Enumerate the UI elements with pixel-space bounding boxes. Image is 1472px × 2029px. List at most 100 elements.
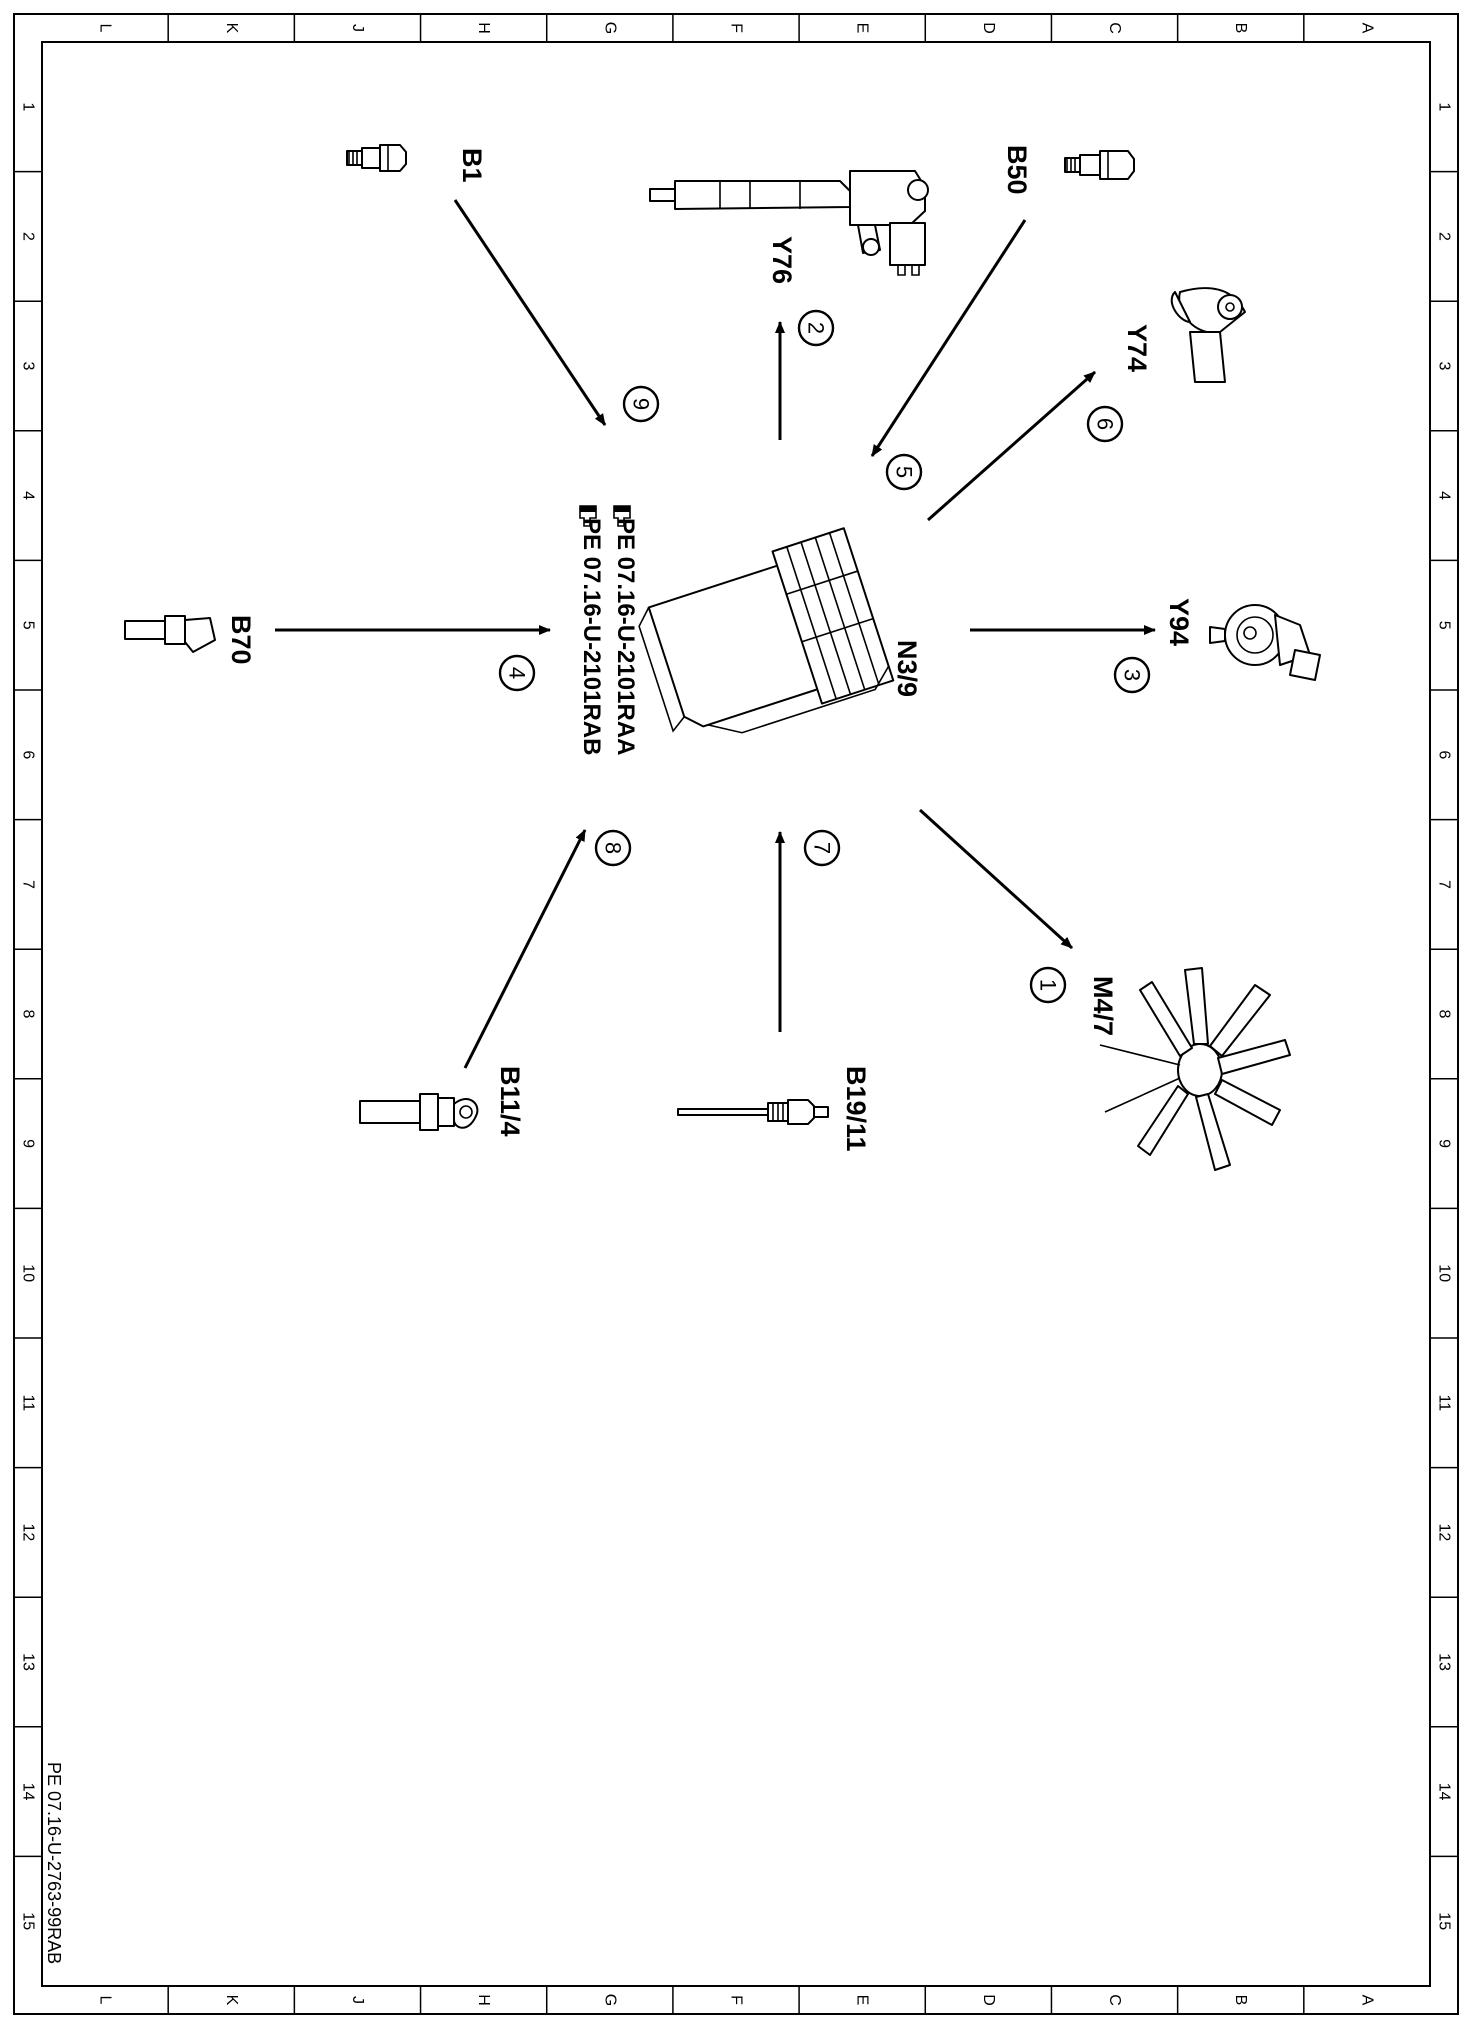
- label-y74: Y74: [1122, 324, 1152, 372]
- row-label-right: 5: [1436, 621, 1453, 630]
- column-label-bottom: E: [854, 1995, 871, 2006]
- row-label-right: 6: [1436, 750, 1453, 759]
- reference-2-hand-icon: [579, 505, 597, 527]
- row-label-left: 1: [20, 102, 37, 111]
- label-y76: Y76: [767, 236, 797, 284]
- row-label-right: 14: [1436, 1783, 1453, 1801]
- row-label-right: 8: [1436, 1010, 1453, 1019]
- row-label-right: 10: [1436, 1264, 1453, 1282]
- reference-1-hand-icon: [613, 505, 631, 527]
- column-label-bottom: C: [1106, 1994, 1123, 2006]
- exhaust-temp-sensor-icon: [677, 1099, 829, 1125]
- label-b1911: B19/11: [841, 1066, 871, 1152]
- column-label-bottom: H: [475, 1994, 492, 2006]
- svg-text:9: 9: [629, 398, 654, 410]
- step-circle-1: 1: [1029, 966, 1067, 1004]
- fan-icon: [1099, 967, 1291, 1171]
- crankshaft-sensor-icon: [124, 615, 216, 653]
- row-label-right: 7: [1436, 880, 1453, 889]
- step-circle-6: 6: [1086, 405, 1124, 443]
- row-label-right: 4: [1436, 491, 1453, 500]
- arrow-y74: [927, 370, 1096, 522]
- svg-text:3: 3: [1120, 669, 1145, 681]
- row-label-left: 6: [20, 750, 37, 759]
- pressure-valve-icon: [1170, 287, 1246, 383]
- column-label-bottom: L: [97, 1996, 114, 2005]
- column-label-top: L: [97, 24, 114, 33]
- svg-text:8: 8: [601, 842, 626, 854]
- svg-text:7: 7: [810, 842, 835, 854]
- label-b114: B11/4: [495, 1066, 525, 1137]
- column-label-bottom: J: [349, 1996, 366, 2004]
- arrow-b1: [453, 199, 607, 426]
- step-circle-9: 9: [622, 385, 660, 423]
- control-unit-label: N3/9: [892, 640, 922, 697]
- arrow-m47: [918, 808, 1074, 950]
- row-label-left: 7: [20, 880, 37, 889]
- svg-text:5: 5: [892, 466, 917, 478]
- row-label-right: 2: [1436, 232, 1453, 241]
- step-circle-4: 4: [498, 654, 536, 692]
- column-label-top: C: [1106, 22, 1123, 34]
- row-label-left: 4: [20, 491, 37, 500]
- column-label-bottom: B: [1232, 1995, 1249, 2006]
- arrow-b50: [870, 219, 1027, 457]
- column-label-bottom: A: [1358, 1995, 1375, 2006]
- column-label-top: B: [1232, 23, 1249, 34]
- svg-text:6: 6: [1093, 418, 1118, 430]
- arrow-b114: [463, 829, 587, 1069]
- row-label-left: 15: [20, 1912, 37, 1930]
- row-label-left: 8: [20, 1010, 37, 1019]
- footer-code: PE 07.16-U-2763-99RAB: [44, 1762, 64, 1964]
- column-label-top: D: [980, 22, 997, 34]
- row-label-left: 3: [20, 362, 37, 371]
- step-circle-5: 5: [885, 453, 923, 491]
- row-label-left: 11: [20, 1394, 37, 1411]
- row-label-right: 12: [1436, 1524, 1453, 1542]
- column-label-top: K: [223, 23, 240, 34]
- column-label-bottom: D: [980, 1994, 997, 2006]
- step-circle-2: 2: [797, 309, 835, 347]
- reference-1: PE 07.16-U-2101RAA: [612, 518, 639, 755]
- row-label-left: 2: [20, 232, 37, 241]
- outer-border: [13, 13, 1459, 2015]
- row-label-left: 5: [20, 621, 37, 630]
- column-label-top: F: [728, 23, 745, 33]
- svg-text:4: 4: [505, 667, 530, 679]
- column-label-top: E: [854, 23, 871, 34]
- reference-2: PE 07.16-U-2101RAB: [578, 518, 605, 755]
- row-label-left: 12: [20, 1524, 37, 1542]
- inner-border: [41, 41, 1431, 1987]
- row-label-right: 3: [1436, 362, 1453, 371]
- label-b70: B70: [226, 615, 256, 665]
- column-label-top: H: [475, 22, 492, 34]
- row-label-right: 9: [1436, 1139, 1453, 1148]
- row-label-right: 15: [1436, 1912, 1453, 1930]
- control-unit-icon: [638, 527, 895, 734]
- row-label-right: 11: [1436, 1394, 1453, 1411]
- row-label-left: 10: [20, 1264, 37, 1282]
- b50-temperature-sensor-icon: [1064, 150, 1135, 180]
- row-label-left: 9: [20, 1139, 37, 1148]
- column-label-bottom: G: [601, 1994, 618, 2006]
- step-circle-8: 8: [594, 829, 632, 867]
- quantity-valve-icon: [1209, 604, 1321, 681]
- step-circle-7: 7: [803, 829, 841, 867]
- injector-icon: [649, 170, 929, 276]
- coolant-sensor-icon: [359, 1093, 479, 1131]
- row-label-left: 14: [20, 1783, 37, 1801]
- label-b50: B50: [1002, 145, 1032, 195]
- column-label-bottom: K: [223, 1995, 240, 2006]
- step-circle-3: 3: [1113, 656, 1151, 694]
- column-label-top: J: [349, 24, 366, 32]
- label-b1: B1: [457, 148, 487, 183]
- svg-text:2: 2: [804, 322, 829, 334]
- label-y94: Y94: [1164, 598, 1194, 646]
- label-m47: M4/7: [1088, 976, 1118, 1036]
- column-label-top: G: [601, 22, 618, 34]
- row-label-right: 1: [1436, 102, 1453, 111]
- row-label-left: 13: [20, 1653, 37, 1671]
